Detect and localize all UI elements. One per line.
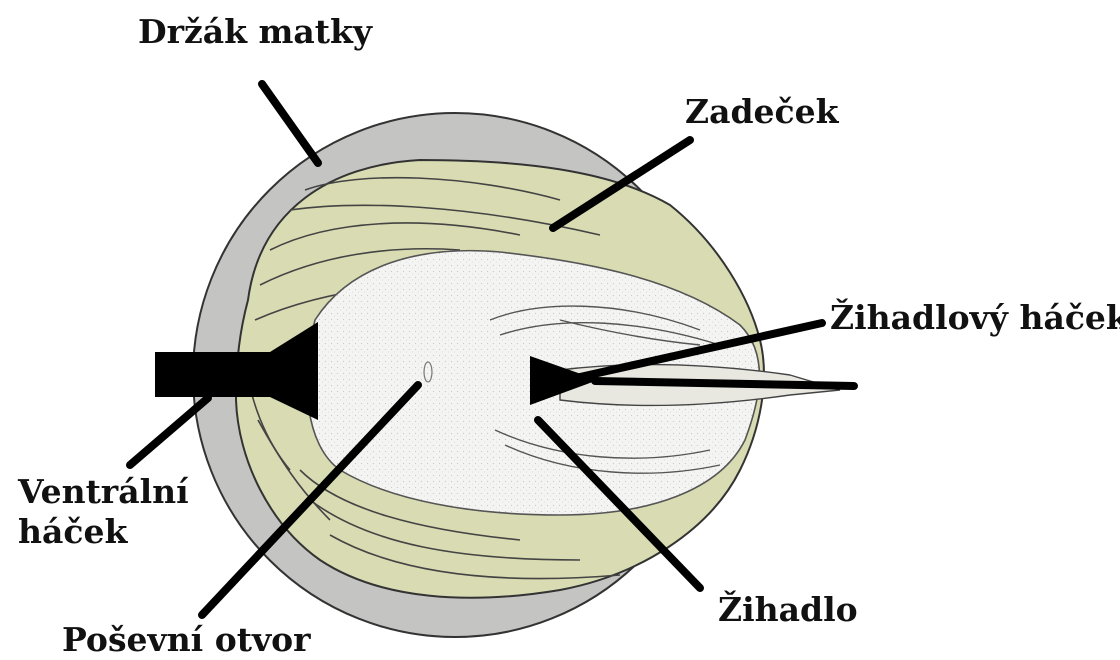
label-vaginal-opening: Poševní otvor [62,620,311,660]
pointer-queen-holder [262,84,318,163]
pointer-sting-hook-lower [595,381,854,386]
label-ventral-hook-line2: háček [18,512,189,552]
pointer-ventral-hook [130,398,208,465]
label-ventral-hook: Ventrální háček [18,472,189,551]
label-sting: Žihadlo [718,590,858,630]
label-abdomen: Zadeček [685,92,839,132]
label-ventral-hook-line1: Ventrální [18,472,189,512]
label-queen-holder: Držák matky [138,12,372,52]
label-sting-hook: Žihadlový háček [830,298,1120,338]
